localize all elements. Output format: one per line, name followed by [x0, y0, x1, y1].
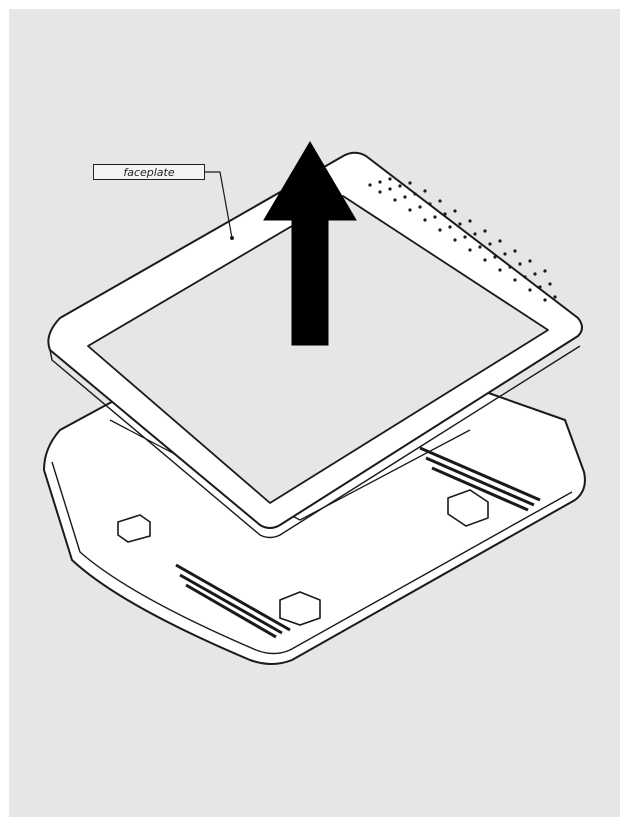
vent-slots-left	[175, 563, 291, 639]
speaker-grille	[368, 177, 557, 302]
callout-leader	[205, 171, 233, 239]
faceplate-callout: faceplate	[93, 164, 205, 180]
up-arrow-icon	[263, 141, 357, 346]
vent-slots-right	[419, 446, 541, 512]
back-housing-rim	[51, 461, 573, 655]
